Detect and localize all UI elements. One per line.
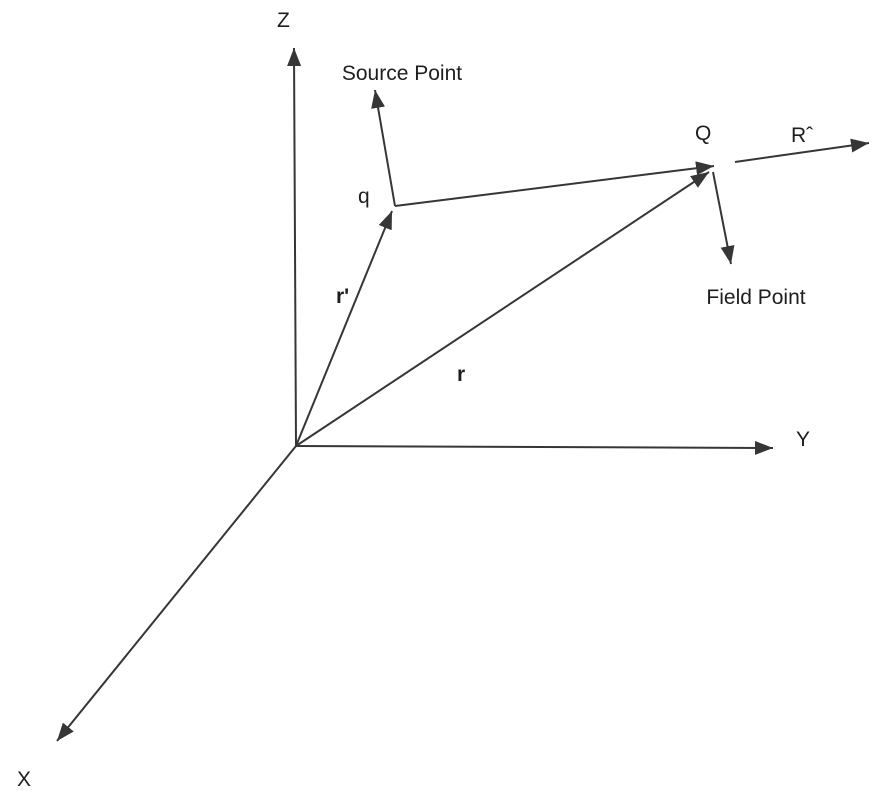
y-axis-label: Y [796, 428, 810, 451]
separation-vector-line [394, 161, 715, 207]
r-prime-vector-line [295, 210, 393, 447]
field-charge-label: Q [695, 122, 711, 145]
r-prime-vector-label: r' [336, 285, 349, 308]
r-hat-vector-line [734, 138, 870, 163]
r-hat-vector-label: Rˆ [791, 124, 813, 147]
r-vector-line [295, 171, 710, 447]
z-axis-line [287, 47, 302, 447]
field-point-label: Field Point [706, 286, 805, 309]
source-point-label: Source Point [342, 62, 462, 85]
z-axis-label: Z [277, 9, 290, 32]
x-axis-label: X [17, 768, 31, 791]
source-point-pointer-line [371, 89, 396, 207]
source-charge-label: q [358, 185, 370, 208]
r-vector-label: r [457, 363, 465, 386]
field-point-pointer-line [712, 171, 735, 265]
x-axis-line [56, 445, 297, 742]
y-axis-line [295, 440, 774, 455]
